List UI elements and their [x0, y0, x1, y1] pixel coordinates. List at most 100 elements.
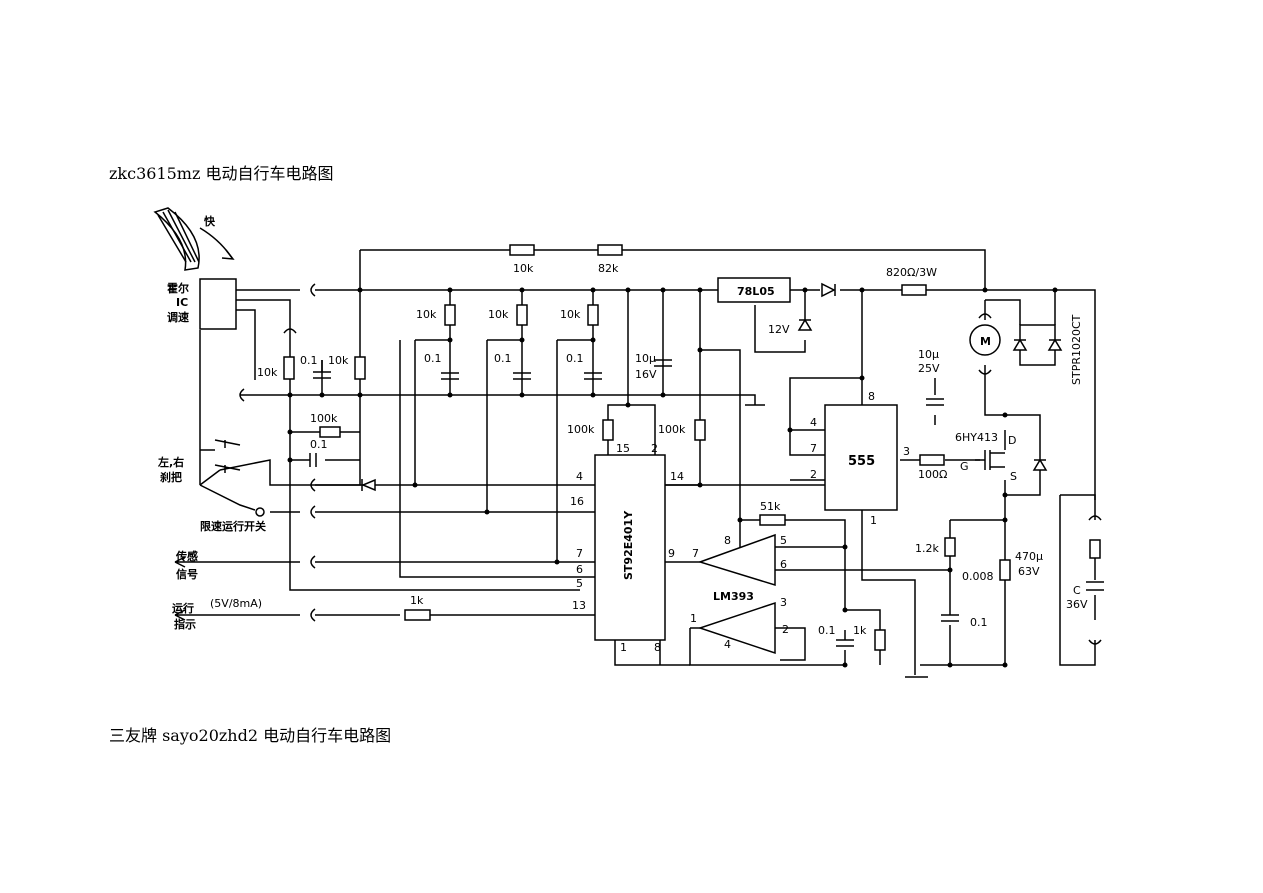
caption-bottom: 三友牌 sayo20zhd2 电动自行车电路图 — [109, 726, 392, 745]
r-51k-label: 51k — [760, 500, 781, 513]
svg-text:2: 2 — [810, 468, 817, 481]
r-100k-b-label: 100k — [567, 423, 595, 436]
r-820-label: 820Ω/3W — [886, 266, 937, 279]
hall-label-3: 调速 — [167, 310, 189, 324]
caption-top: zkc3615mz 电动自行车电路图 — [109, 164, 334, 183]
junction-dots — [287, 287, 1058, 668]
svg-text:8: 8 — [868, 390, 875, 403]
battery-label-1: C — [1073, 584, 1081, 597]
svg-text:6: 6 — [576, 563, 583, 576]
hall-label-1: 霍尔 — [167, 281, 189, 295]
resistors — [283, 244, 1101, 651]
r-10k-d-label: 10k — [257, 366, 278, 379]
svg-text:8: 8 — [654, 641, 661, 654]
svg-text:5: 5 — [576, 577, 583, 590]
svg-text:3: 3 — [780, 596, 787, 609]
diode-module-label: STPR1020CT — [1070, 314, 1083, 385]
diodes — [361, 282, 1063, 492]
comparator-pins: 8 5 7 6 1 3 2 4 — [690, 534, 789, 651]
comparator-a — [697, 533, 776, 587]
c-10u-25v-label-2: 25V — [918, 362, 940, 375]
svg-text:4: 4 — [576, 470, 583, 483]
main-ic-label: ST92E401Y — [622, 510, 635, 580]
indicator-arrow-icon — [174, 609, 300, 621]
c-01-d-label: 0.1 — [566, 352, 584, 365]
svg-text:7: 7 — [692, 547, 699, 560]
r-10k-b-label: 10k — [488, 308, 509, 321]
hall-ic-box — [199, 278, 237, 330]
svg-text:1: 1 — [620, 641, 627, 654]
svg-text:8: 8 — [724, 534, 731, 547]
r-1k-a-label: 1k — [410, 594, 424, 607]
r-10k-e-label: 10k — [328, 354, 349, 367]
r-100k-c-label: 100k — [658, 423, 686, 436]
svg-text:9: 9 — [668, 547, 675, 560]
mosfet-g-label: G — [960, 460, 969, 473]
main-ic-box — [594, 454, 666, 641]
svg-text:15: 15 — [616, 442, 630, 455]
motor-label: M — [980, 335, 991, 348]
hall-label-2: IC — [176, 296, 188, 309]
c-0008-label: 0.008 — [962, 570, 994, 583]
svg-text:4: 4 — [724, 638, 731, 651]
wires — [199, 249, 1096, 675]
main-ic-pins: 15 2 4 14 16 7 6 5 9 13 1 8 — [570, 442, 684, 654]
capacitors — [309, 359, 1104, 647]
c-01-e-label: 0.1 — [310, 438, 328, 451]
svg-text:7: 7 — [576, 547, 583, 560]
mosfet-s-label: S — [1010, 470, 1017, 483]
r-100k-a-label: 100k — [310, 412, 338, 425]
comparator-label: LM393 — [713, 590, 754, 603]
svg-text:3: 3 — [903, 445, 910, 458]
timer-label: 555 — [848, 454, 875, 469]
throttle-handle-icon — [153, 207, 235, 271]
svg-text:14: 14 — [670, 470, 684, 483]
svg-text:16: 16 — [570, 495, 584, 508]
c-01-a-label: 0.1 — [300, 354, 318, 367]
motor-symbol — [969, 324, 1001, 356]
r-10k-top-label: 10k — [513, 262, 534, 275]
zener-label: 12V — [768, 323, 790, 336]
regulator-78l05 — [717, 277, 791, 303]
r-10k-a-label: 10k — [416, 308, 437, 321]
handle-fast-label: 快 — [203, 214, 216, 228]
mosfet-d-label: D — [1008, 434, 1016, 447]
svg-text:7: 7 — [810, 442, 817, 455]
r-1k-b-label: 1k — [853, 624, 867, 637]
c-01-f-label: 0.1 — [818, 624, 836, 637]
speed-switch-label: 限速运行开关 — [200, 519, 266, 533]
svg-text:5: 5 — [780, 534, 787, 547]
regulator-label: 78L05 — [737, 285, 775, 298]
comparator-b — [697, 601, 776, 655]
c-01-b-label: 0.1 — [424, 352, 442, 365]
r-100-label: 100Ω — [918, 468, 947, 481]
c-10u-16v-label-1: 10μ — [635, 352, 656, 365]
mosfet-label: 6HY413 — [955, 431, 998, 444]
sensor-label-2: 信号 — [176, 567, 198, 581]
svg-text:2: 2 — [651, 442, 658, 455]
svg-text:1: 1 — [690, 612, 697, 625]
svg-text:4: 4 — [810, 416, 817, 429]
c-01-c-label: 0.1 — [494, 352, 512, 365]
c-10u-16v-label-2: 16V — [635, 368, 657, 381]
svg-text:13: 13 — [572, 599, 586, 612]
indicator-spec: (5V/8mA) — [210, 597, 262, 610]
r-12k-label: 1.2k — [915, 542, 939, 555]
timer-555-box — [824, 404, 898, 511]
svg-text:2: 2 — [782, 623, 789, 636]
sensor-arrow-icon — [174, 556, 300, 568]
c-01-g-label: 0.1 — [970, 616, 988, 629]
connectors — [239, 283, 1102, 645]
brake-label-2: 刹把 — [160, 470, 182, 484]
c-10u-25v-label-1: 10μ — [918, 348, 939, 361]
sensor-label-1: 传感 — [175, 549, 198, 563]
r-10k-c-label: 10k — [560, 308, 581, 321]
indicator-label-2: 指示 — [174, 617, 196, 631]
switches — [214, 439, 265, 517]
svg-text:6: 6 — [780, 558, 787, 571]
mosfet-symbol — [975, 450, 1005, 470]
timer-pins: 8 4 7 3 2 1 — [810, 390, 910, 527]
svg-text:1: 1 — [870, 514, 877, 527]
c-470u-label-2: 63V — [1018, 565, 1040, 578]
